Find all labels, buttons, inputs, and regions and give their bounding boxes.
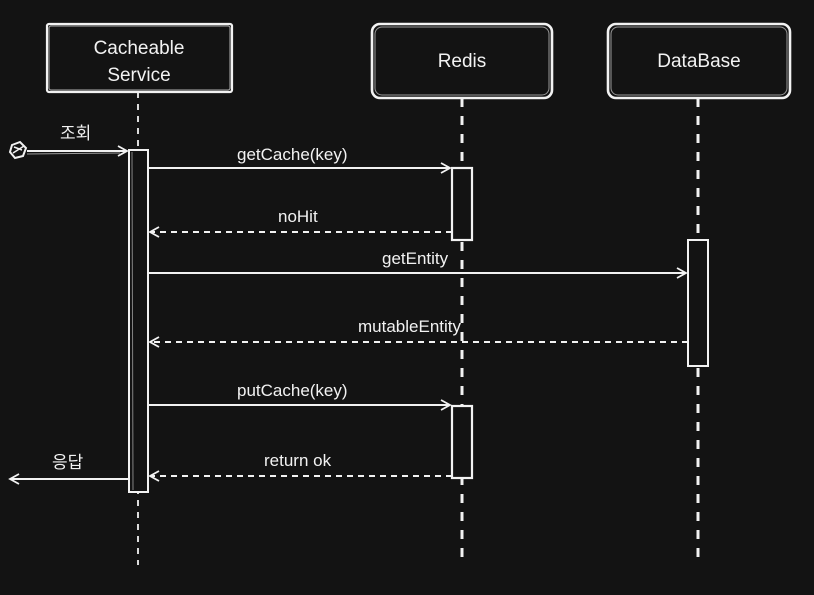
response-label: 응답: [52, 453, 84, 472]
put-cache-label: putCache(key): [237, 381, 348, 400]
redis-participant: Redis: [370, 22, 554, 100]
return-ok-label: return ok: [264, 451, 332, 470]
database-name: DataBase: [657, 51, 740, 72]
redis-activation-2: [450, 404, 474, 480]
initiator-point: [8, 140, 28, 160]
get-entity-label: getEntity: [382, 249, 449, 268]
database-activation: [687, 239, 709, 367]
mutable-entity-label: mutableEntity: [358, 317, 461, 336]
service-participant: Cacheable Service: [45, 22, 234, 94]
inquiry-label: 조회: [60, 124, 91, 143]
service-activation: [128, 149, 149, 493]
redis-name: Redis: [438, 51, 487, 72]
service-name-line2: Service: [107, 65, 170, 86]
redis-activation-1: [450, 166, 474, 242]
service-name-line1: Cacheable: [94, 38, 185, 59]
get-cache-label: getCache(key): [237, 145, 348, 164]
no-hit-label: noHit: [278, 207, 318, 226]
database-participant: DataBase: [606, 22, 792, 100]
